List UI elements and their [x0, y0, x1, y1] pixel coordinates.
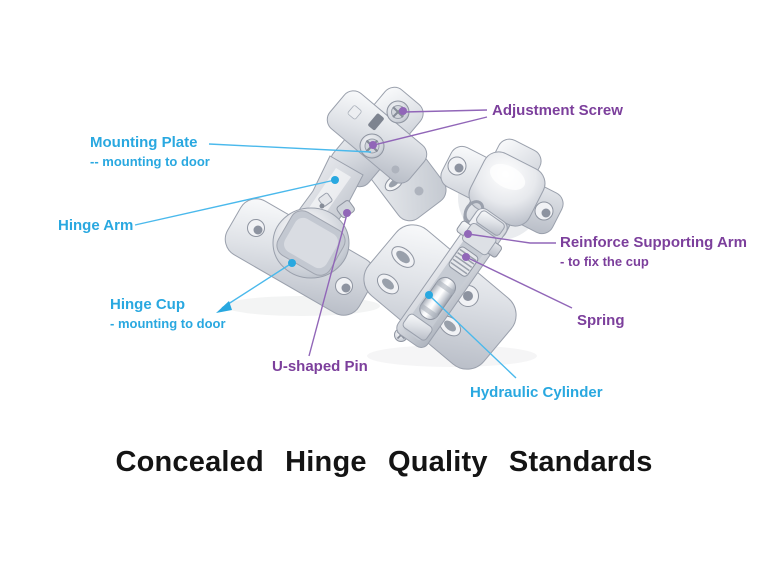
spring-dot — [462, 253, 470, 261]
hinge-arm-dot — [331, 176, 339, 184]
hinge-arm-label-text: Hinge Arm — [58, 217, 134, 234]
left-hinge — [224, 86, 447, 316]
reinforce-supporting-arm-dot — [464, 230, 472, 238]
hinge-arm-label: Hinge Arm — [58, 216, 133, 236]
hydraulic-cylinder-label-text: Hydraulic Cylinder — [470, 384, 603, 401]
u-shaped-pin-dot — [343, 209, 351, 217]
right-hinge — [363, 138, 564, 370]
page-title: Concealed Hinge Quality Standards — [115, 446, 653, 478]
mounting-plate-sublabel-text: -- mounting to door — [90, 153, 210, 169]
hinge-cup-dot — [288, 259, 296, 267]
reinforce-supporting-arm-label: Reinforce Supporting Arm - to fix the cu… — [560, 233, 747, 270]
spring-leader-line — [465, 256, 573, 309]
hinge-cup-label: Hinge Cup - mounting to door — [110, 295, 226, 332]
hydraulic-cylinder-dot — [425, 291, 433, 299]
hydraulic-cylinder-leader-line — [428, 294, 517, 379]
reinforce-supporting-arm-label-text: Reinforce Supporting Arm — [560, 234, 747, 251]
hinge-cup-label-text: Hinge Cup — [110, 296, 185, 313]
spring-label-text: Spring — [577, 312, 625, 329]
right-hinge-arm — [396, 208, 508, 348]
reinforce-supporting-arm-sublabel-text: - to fix the cup — [560, 253, 649, 269]
hinge-cup-leader-line — [221, 262, 293, 309]
hinge-cup-arrowhead — [216, 301, 232, 313]
adjustment-screw-leader-line-2 — [373, 116, 488, 146]
mounting-plate-leader-line — [208, 143, 372, 153]
mounting-plate-label: Mounting Plate -- mounting to door — [90, 133, 210, 170]
hydraulic-cylinder-part — [419, 276, 457, 321]
u-shaped-pin-label: U-shaped Pin — [272, 357, 368, 377]
adjustment-screw-dot-2 — [369, 141, 377, 149]
hydraulic-cylinder-label: Hydraulic Cylinder — [470, 383, 603, 403]
leader-lines — [134, 107, 573, 379]
adjustment-screw-label-text: Adjustment Screw — [492, 102, 623, 119]
adjustment-screw-label: Adjustment Screw — [492, 101, 623, 121]
spring-label: Spring — [577, 311, 625, 331]
u-shaped-pin-leader-line — [308, 213, 348, 357]
reinforce-supporting-arm-leader-line — [467, 233, 556, 244]
hinge-arm-leader-line — [134, 179, 336, 226]
mounting-plate-label-text: Mounting Plate — [90, 134, 198, 151]
adjustment-screw-leader-line-1 — [403, 109, 488, 113]
hinge-cup-sublabel-text: - mounting to door — [110, 315, 226, 331]
adjustment-screw-dot-1 — [399, 107, 407, 115]
u-shaped-pin-label-text: U-shaped Pin — [272, 358, 368, 375]
